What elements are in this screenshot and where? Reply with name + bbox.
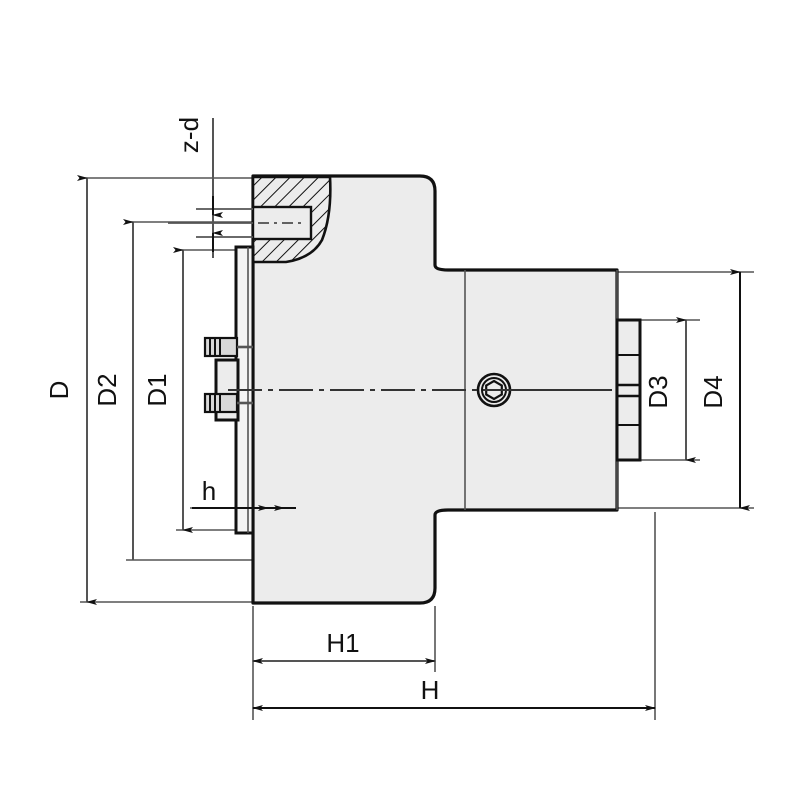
- dim-label-h1: H1: [326, 628, 359, 658]
- dim-label-h: h: [202, 476, 216, 506]
- dimension-lines: [77, 118, 750, 711]
- counterbore-lead-lines: [168, 208, 253, 238]
- part-geometry: [168, 174, 642, 605]
- dim-label-d: D: [44, 381, 74, 400]
- dim-label-d1: D1: [142, 373, 172, 406]
- dim-label-d3: D3: [643, 375, 673, 408]
- dim-label-d2: D2: [92, 373, 122, 406]
- end-flange-ring: [615, 318, 642, 462]
- dim-label-d4: D4: [698, 375, 728, 408]
- dim-label-zd: z-d: [174, 117, 204, 153]
- mounting-bolt-lower: [203, 392, 253, 414]
- counterbore-hole: [251, 205, 313, 241]
- dimension-labels: D D2 D1 z-d h D3 D4 H1 H: [44, 117, 728, 705]
- mounting-bolt-upper: [203, 336, 253, 358]
- dim-label-h-total: H: [421, 675, 440, 705]
